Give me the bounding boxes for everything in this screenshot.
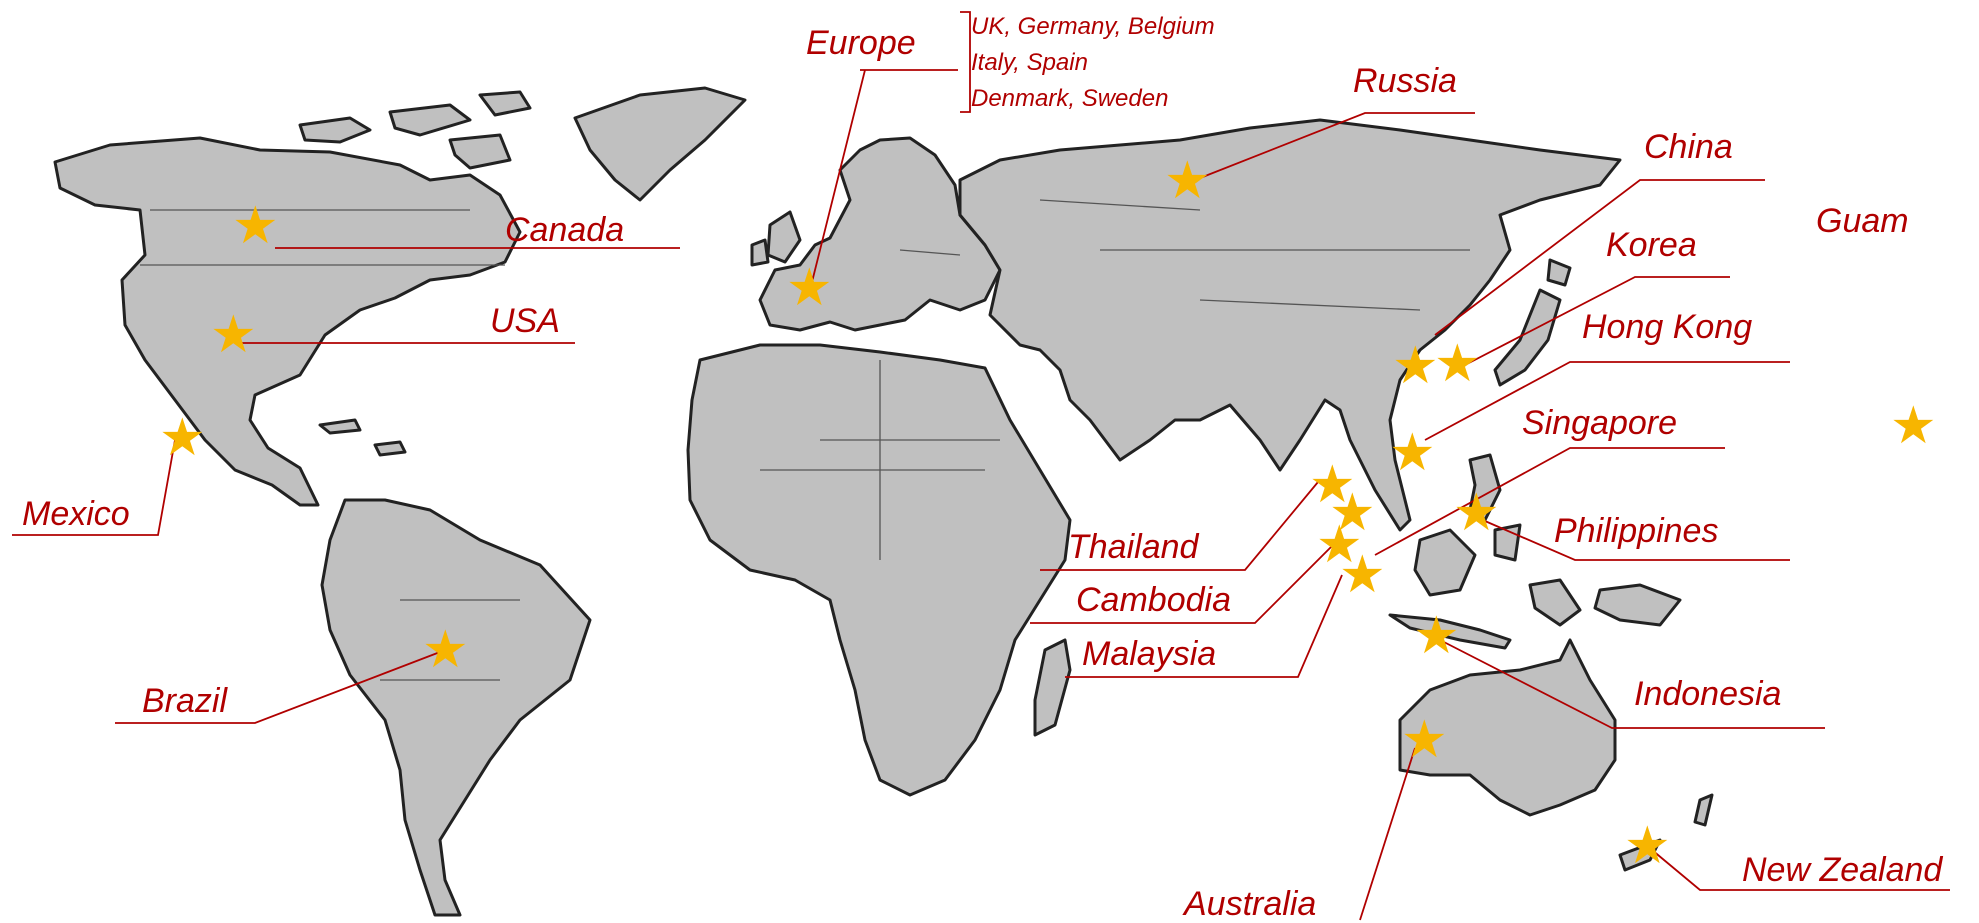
country-borders [140,199,1470,681]
arctic-islands [298,90,532,170]
label-singapore: Singapore [1522,404,1678,442]
star-icon: ★ [1624,816,1671,876]
label-new-zealand: New Zealand [1742,851,1943,889]
star-icon: ★ [1413,606,1460,666]
greenland-landmass [573,86,747,202]
sumatra-java [1388,578,1582,650]
south-america-landmass [320,498,592,917]
label-europe-countries-1: UK, Germany, Belgium [971,13,1215,40]
label-australia: Australia [1184,885,1317,923]
british-isles [750,210,802,267]
japan [1493,258,1572,387]
label-thailand: Thailand [1068,528,1199,566]
star-icon: ★ [1389,423,1436,483]
star-icon: ★ [786,258,833,318]
label-russia: Russia [1353,62,1457,100]
label-malaysia: Malaysia [1082,635,1217,673]
star-icon: ★ [1316,515,1363,575]
label-china: China [1644,128,1733,166]
star-icon: ★ [1329,483,1376,543]
madagascar [1033,638,1072,737]
star-icon: ★ [232,196,279,256]
caribbean-islands [318,418,407,457]
label-mexico: Mexico [22,495,130,533]
label-europe: Europe [806,24,916,62]
label-brazil: Brazil [142,682,228,720]
label-hong-kong: Hong Kong [1582,308,1753,346]
star-icon: ★ [159,408,206,468]
label-canada: Canada [505,211,625,249]
label-europe-countries-2: Italy, Spain [971,49,1088,76]
star-icon: ★ [1890,396,1937,456]
leader-lines [12,11,1950,921]
label-indonesia: Indonesia [1634,675,1782,713]
new-guinea [1593,583,1682,627]
label-philippines: Philippines [1554,512,1719,550]
star-icon: ★ [1339,545,1386,605]
asia-landmass [958,118,1622,532]
star-icon: ★ [1401,710,1448,770]
star-icon: ★ [422,620,469,680]
star-icon: ★ [210,305,257,365]
new-zealand [1618,793,1714,872]
label-korea: Korea [1606,226,1697,264]
label-europe-countries-3: Denmark, Sweden [971,85,1169,112]
north-america-landmass [53,136,522,507]
borneo [1413,528,1477,597]
label-usa: USA [490,302,560,340]
philippines-islands [1468,453,1522,562]
star-icon: ★ [1164,151,1211,211]
star-icon: ★ [1453,483,1500,543]
africa-landmass [686,343,1072,797]
label-guam: Guam [1816,202,1909,240]
star-icon: ★ [1434,334,1481,394]
label-cambodia: Cambodia [1076,581,1231,619]
star-icon: ★ [1309,455,1356,515]
star-icon: ★ [1392,336,1439,396]
